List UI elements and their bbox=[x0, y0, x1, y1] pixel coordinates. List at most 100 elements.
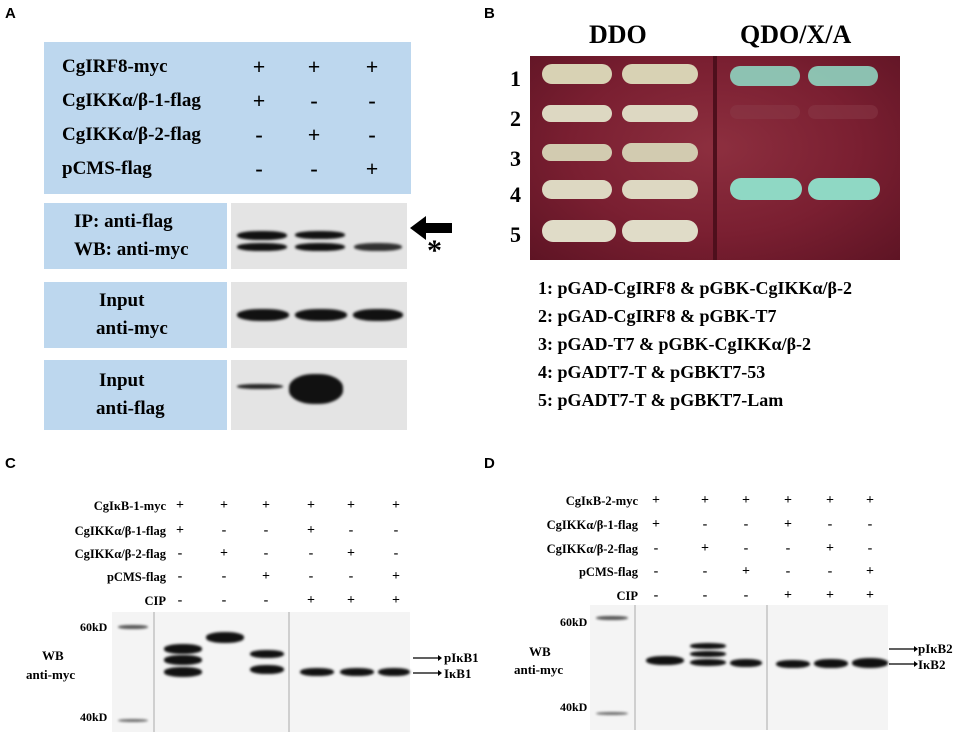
panel-d-blot-image bbox=[590, 605, 888, 730]
panel-a-sign: + bbox=[365, 156, 379, 181]
condition-sign: - bbox=[827, 564, 833, 579]
legend-item: 3: pGAD-T7 & pGBK-CgIKKα/β-2 bbox=[538, 334, 812, 354]
condition-sign: + bbox=[784, 493, 792, 508]
panel-a-row-label: CgIRF8-myc bbox=[62, 56, 168, 77]
condition-sign: + bbox=[392, 569, 400, 584]
panel-a-asterisk: * bbox=[427, 234, 442, 267]
condition-sign: + bbox=[347, 593, 355, 608]
condition-sign: + bbox=[701, 493, 709, 508]
panel-c-letter: C bbox=[5, 455, 16, 472]
panel-a-row-label: CgIKKα/β-2-flag bbox=[62, 124, 201, 145]
panel-c-marker-40: 40kD bbox=[80, 710, 108, 724]
condition-sign: + bbox=[347, 498, 355, 513]
condition-row-label: CgIKKα/β-1-flag bbox=[74, 524, 166, 538]
panel-c-upper-band-label: pIκB1 bbox=[444, 650, 479, 665]
condition-sign: - bbox=[653, 564, 659, 579]
condition-row-label: CIP bbox=[144, 594, 166, 608]
arrow-left-icon bbox=[410, 216, 452, 240]
plate-ddo-title: DDO bbox=[589, 20, 647, 49]
condition-sign: - bbox=[867, 541, 873, 556]
panel-c-marker-60: 60kD bbox=[80, 620, 108, 634]
panel-a-blot1-label-line2: WB: anti-myc bbox=[74, 239, 189, 260]
condition-row-label: CgIκB-1-myc bbox=[93, 499, 166, 513]
panel-a-blot2-image bbox=[231, 282, 407, 348]
condition-row-label: CIP bbox=[616, 589, 638, 603]
condition-sign: - bbox=[308, 569, 314, 584]
condition-sign: - bbox=[308, 546, 314, 561]
condition-sign: - bbox=[702, 517, 708, 532]
panel-a-sign: + bbox=[307, 122, 321, 147]
condition-sign: + bbox=[392, 593, 400, 608]
plate-row-number: 2 bbox=[510, 106, 521, 131]
legend-item: 4: pGADT7-T & pGBKT7-53 bbox=[538, 362, 766, 382]
panel-c-lower-band-label: IκB1 bbox=[444, 666, 472, 681]
condition-sign: + bbox=[392, 498, 400, 513]
condition-sign: + bbox=[866, 564, 874, 579]
condition-sign: + bbox=[307, 523, 315, 538]
condition-sign: - bbox=[177, 546, 183, 561]
panel-a-sign: + bbox=[252, 88, 266, 113]
condition-sign: + bbox=[784, 588, 792, 603]
plate-row-number: 3 bbox=[510, 146, 521, 171]
panel-a-blot1-image bbox=[231, 203, 407, 269]
panel-a-sign: - bbox=[255, 122, 263, 147]
condition-sign: - bbox=[785, 541, 791, 556]
condition-sign: - bbox=[702, 564, 708, 579]
yeast-plate-photo bbox=[530, 56, 900, 260]
panel-a-sign: - bbox=[310, 156, 318, 181]
condition-sign: + bbox=[826, 541, 834, 556]
condition-sign: - bbox=[221, 593, 227, 608]
condition-sign: - bbox=[785, 564, 791, 579]
condition-sign: - bbox=[221, 523, 227, 538]
condition-sign: - bbox=[393, 546, 399, 561]
panel-d-band-arrows bbox=[889, 646, 918, 667]
condition-sign: - bbox=[263, 546, 269, 561]
condition-sign: + bbox=[262, 569, 270, 584]
panel-c-antibody-label: anti-myc bbox=[26, 667, 76, 682]
panel-d-upper-band-label: pIκB2 bbox=[918, 641, 953, 656]
panel-a-sign: - bbox=[310, 88, 318, 113]
condition-sign: - bbox=[263, 593, 269, 608]
condition-sign: - bbox=[348, 569, 354, 584]
condition-sign: + bbox=[652, 493, 660, 508]
panel-a-blot1-label-line1: IP: anti-flag bbox=[74, 211, 173, 232]
condition-sign: - bbox=[653, 588, 659, 603]
condition-row-label: CgIκB-2-myc bbox=[565, 494, 638, 508]
condition-sign: + bbox=[866, 588, 874, 603]
condition-sign: - bbox=[867, 517, 873, 532]
condition-row-label: pCMS-flag bbox=[106, 570, 166, 584]
condition-row-label: CgIKKα/β-2-flag bbox=[74, 547, 166, 561]
condition-sign: - bbox=[263, 523, 269, 538]
panel-a-blot3-label-line2: anti-flag bbox=[96, 398, 165, 419]
panel-d-letter: D bbox=[484, 455, 495, 472]
legend-item: 1: pGAD-CgIRF8 & pGBK-CgIKKα/β-2 bbox=[538, 278, 853, 298]
panel-d-wb-label: WB bbox=[529, 644, 551, 659]
condition-sign: - bbox=[702, 588, 708, 603]
condition-sign: - bbox=[743, 517, 749, 532]
condition-sign: + bbox=[307, 593, 315, 608]
condition-sign: + bbox=[347, 546, 355, 561]
condition-row-label: CgIKKα/β-2-flag bbox=[546, 542, 638, 556]
condition-sign: - bbox=[743, 541, 749, 556]
panel-a-blot2-label-line1: Input bbox=[99, 290, 145, 311]
condition-sign: + bbox=[220, 546, 228, 561]
condition-sign: + bbox=[307, 498, 315, 513]
plate-row-number: 4 bbox=[510, 182, 521, 207]
panel-a-blot3-image bbox=[231, 360, 407, 430]
panel-a-row-label: CgIKKα/β-1-flag bbox=[62, 90, 201, 111]
legend-item: 2: pGAD-CgIRF8 & pGBK-T7 bbox=[538, 306, 777, 326]
plate-row-number: 5 bbox=[510, 222, 521, 247]
panel-a-sign: + bbox=[365, 54, 379, 79]
condition-sign: - bbox=[393, 523, 399, 538]
panel-c-band-arrows bbox=[413, 655, 442, 676]
panel-a-blot3-label-box: Input anti-flag bbox=[44, 360, 227, 430]
condition-sign: + bbox=[742, 493, 750, 508]
panel-a-row-label: pCMS-flag bbox=[62, 158, 152, 179]
panel-d-marker-60: 60kD bbox=[560, 615, 588, 629]
condition-sign: + bbox=[176, 523, 184, 538]
panel-a-condition-box bbox=[44, 42, 411, 194]
condition-sign: + bbox=[784, 517, 792, 532]
condition-sign: - bbox=[221, 569, 227, 584]
condition-sign: + bbox=[866, 493, 874, 508]
condition-sign: - bbox=[348, 523, 354, 538]
